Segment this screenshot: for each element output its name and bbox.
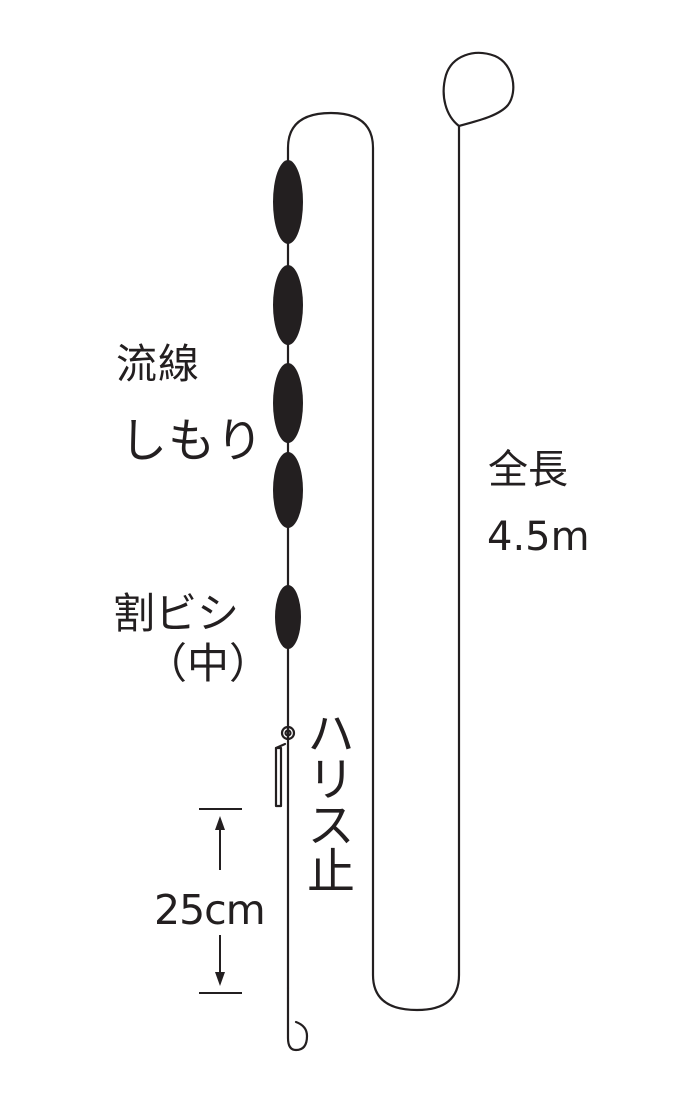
total-length-value: 4.5m <box>487 514 590 560</box>
streamline-sinker <box>273 363 303 443</box>
hook <box>286 986 309 1052</box>
top-loop <box>442 51 515 128</box>
swivel-ring-inner <box>284 729 292 737</box>
sinker-type-label: しもり <box>120 414 264 469</box>
split-shot-size-label: （中） <box>145 639 272 688</box>
split-shot <box>275 585 301 649</box>
snap-clip <box>274 746 283 808</box>
total-length-label: 全長 <box>488 447 568 493</box>
arrowhead-up-icon <box>215 816 225 830</box>
snap-clip-tip <box>274 742 287 750</box>
main-line <box>286 111 461 1012</box>
streamline-sinker-label: 流線 <box>116 340 200 388</box>
arrowhead-down-icon <box>215 972 225 986</box>
streamline-sinker <box>273 452 303 528</box>
swivel-label: ハリス止 <box>298 708 354 892</box>
swivel-ring <box>280 725 296 741</box>
split-shot-label: 割ビシ <box>113 589 240 638</box>
leader-length-label: 25cm <box>154 886 266 934</box>
streamline-sinker <box>273 160 303 244</box>
streamline-sinker <box>273 265 303 345</box>
